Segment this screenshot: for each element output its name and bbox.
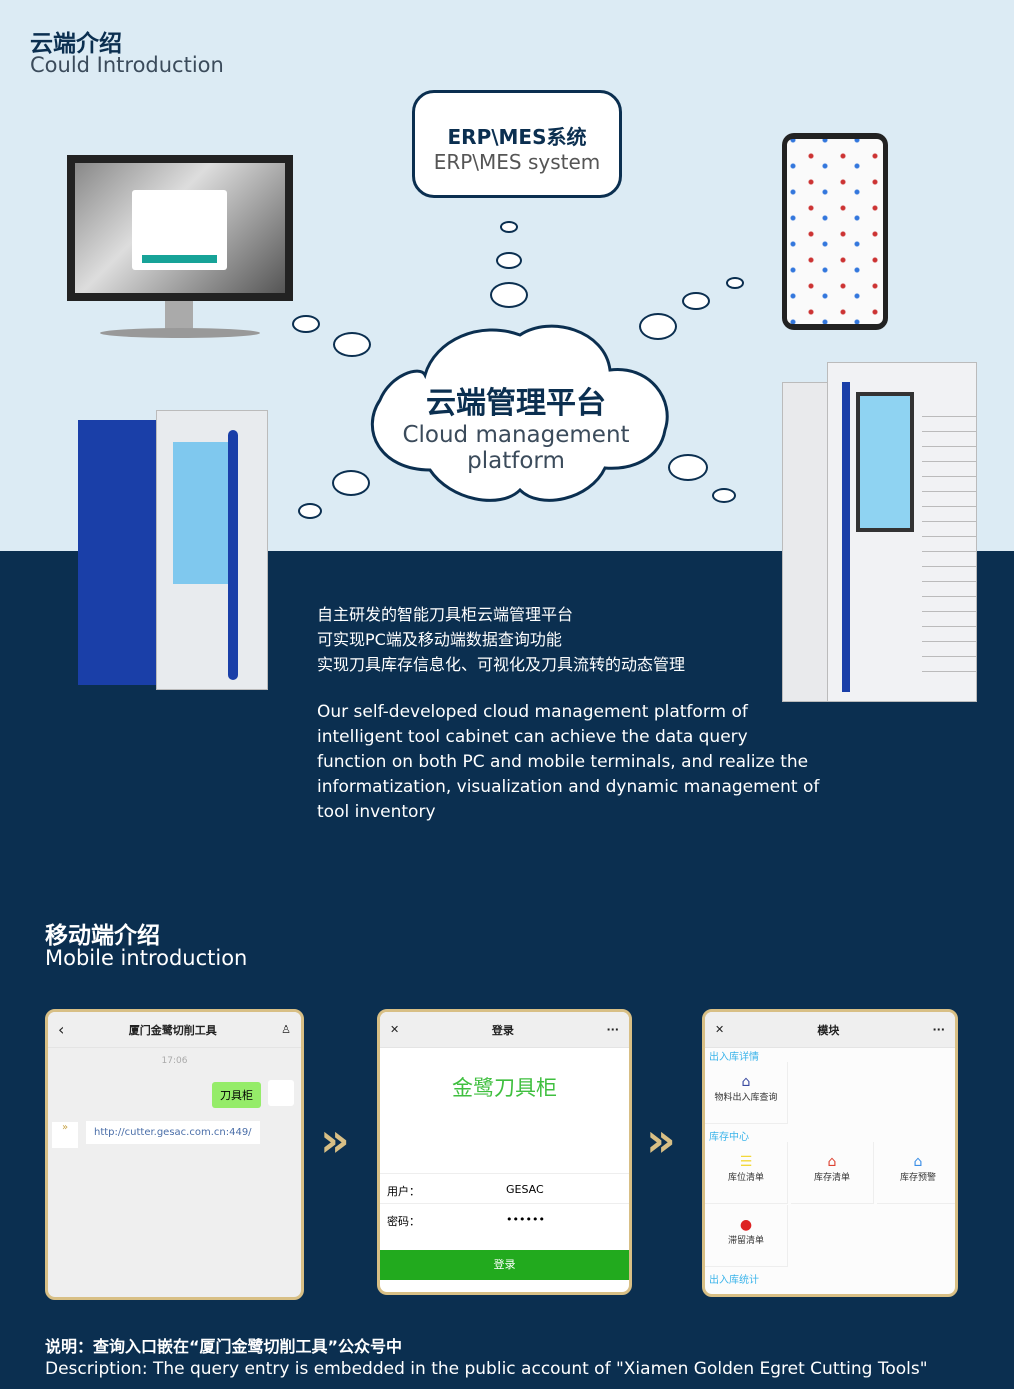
thought-bubble: [639, 313, 677, 340]
description-en-line: Our self-developed cloud management plat…: [317, 702, 748, 722]
thought-bubble: [490, 282, 528, 308]
thought-bubble: [496, 252, 522, 269]
module-label: 库位清单: [727, 1173, 764, 1183]
cloud-intro-title: 云端介绍: [30, 31, 122, 57]
section-label: 出入库统计: [709, 1275, 759, 1286]
thought-bubble: [712, 488, 736, 503]
erp-title-en: ERP\MES system: [433, 150, 601, 174]
chat-link[interactable]: http://cutter.gesac.com.cn:449/: [86, 1121, 260, 1144]
description-en-line: informatization, visualization and dynam…: [317, 777, 820, 797]
module-label: 物料出入库查询: [714, 1093, 778, 1103]
username-field[interactable]: 用户： GESAC: [380, 1173, 629, 1204]
mobile-intro-title: 移动端介绍: [45, 923, 160, 949]
cloud-title-en-1: Cloud management: [402, 422, 630, 448]
login-title: 登录: [491, 1023, 514, 1037]
close-icon[interactable]: ✕: [390, 1023, 400, 1036]
description-en-line: tool inventory: [317, 802, 436, 822]
module-label: 滞留清单: [727, 1236, 764, 1246]
module-label: 库存预警: [899, 1173, 936, 1183]
description-en-line: function on both PC and mobile terminals…: [317, 752, 809, 772]
thought-bubble: [292, 315, 320, 333]
description-cn: 自主研发的智能刀具柜云端管理平台 可实现PC端及移动端数据查询功能 实现刀具库存…: [317, 602, 685, 677]
note-en: Description: The query entry is embedded…: [45, 1359, 928, 1379]
tool-cabinet-right-image: [782, 362, 980, 717]
chevron-right-icon: »: [646, 1113, 675, 1167]
description-cn-line: 可实现PC端及移动端数据查询功能: [317, 630, 562, 649]
monitor-stand: [165, 301, 193, 331]
module-retention-list[interactable]: ● 滞留清单: [705, 1205, 788, 1267]
login-button[interactable]: 登录: [380, 1250, 629, 1280]
module-label: 库存清单: [813, 1173, 850, 1183]
more-icon[interactable]: ···: [932, 1023, 945, 1036]
chat-time: 17:06: [161, 1056, 188, 1066]
note-cn: 说明：查询入口嵌在“厦门金鹭切削工具”公众号中: [45, 1337, 403, 1356]
cloud-intro-subtitle: Could Introduction: [30, 53, 224, 77]
section-label: 出入库详情: [709, 1052, 759, 1063]
cloud-shape: [370, 324, 669, 502]
tool-cabinet-left-image: [78, 410, 270, 700]
chevron-right-icon: »: [320, 1113, 349, 1167]
login-header: ✕ 登录 ···: [380, 1012, 629, 1048]
monitor-base: [100, 328, 260, 338]
cloud-title-cn: 云端管理平台: [426, 386, 606, 421]
phone-modules-screen: ✕ 模块 ··· 出入库详情 ⌂ 物料出入库查询 库存中心 ☰ 库位清单 ⌂ 库存清单…: [702, 1009, 958, 1297]
chat-title: 厦门金鹭切削工具: [128, 1023, 217, 1037]
mobile-intro-subtitle: Mobile introduction: [45, 946, 248, 970]
phone-chat-screen: ‹ 厦门金鹭切削工具 ♙ 17:06 刀具柜 » http://cutter.g…: [45, 1009, 304, 1300]
pc-monitor-image: [67, 155, 293, 301]
back-icon[interactable]: ‹: [58, 1020, 65, 1039]
erp-mes-box: ERP\MES系统 ERP\MES system: [412, 90, 622, 198]
thought-bubble: [726, 277, 744, 289]
thought-bubble: [332, 470, 370, 496]
password-label: 密码：: [387, 1215, 420, 1228]
mobile-phone-image: [782, 133, 888, 330]
description-cn-line: 自主研发的智能刀具柜云端管理平台: [317, 605, 574, 624]
chat-header: ‹ 厦门金鹭切削工具 ♙: [48, 1012, 301, 1048]
description-en: Our self-developed cloud management plat…: [317, 700, 819, 825]
section-label: 库存中心: [709, 1132, 749, 1143]
modules-title: 模块: [817, 1023, 840, 1037]
username-value: GESAC: [506, 1183, 544, 1196]
warehouse-icon: ⌂: [741, 1074, 751, 1090]
description-en-line: intelligent tool cabinet can achieve the…: [317, 727, 748, 747]
module-location-list[interactable]: ☰ 库位清单: [705, 1142, 788, 1204]
more-icon[interactable]: ···: [606, 1023, 619, 1036]
thought-bubble: [500, 221, 518, 233]
user-avatar: [268, 1080, 294, 1106]
thought-bubble: [668, 454, 708, 481]
thought-bubble: [333, 332, 371, 357]
gesac-logo-avatar: »: [52, 1122, 78, 1148]
erp-title-cn: ERP\MES系统: [447, 125, 587, 149]
close-icon[interactable]: ✕: [715, 1023, 725, 1036]
chat-message: 刀具柜: [212, 1082, 261, 1108]
ladder-icon: ☰: [739, 1154, 753, 1170]
brand-title: 金鹭刀具柜: [452, 1076, 557, 1100]
module-inventory-list[interactable]: ⌂ 库存清单: [791, 1142, 874, 1204]
house-icon: ⌂: [827, 1154, 837, 1170]
cloud-text: 云端管理平台 Cloud management platform: [380, 378, 652, 474]
phone-login-screen: ✕ 登录 ··· 金鹭刀具柜 用户： GESAC 密码： •••••• 登录: [377, 1009, 632, 1295]
thought-bubble: [682, 292, 710, 310]
password-field[interactable]: 密码： ••••••: [380, 1205, 629, 1236]
thought-bubble: [298, 503, 322, 519]
modules-header: ✕ 模块 ···: [705, 1012, 955, 1048]
clock-pin-icon: ●: [739, 1217, 753, 1233]
cloud-title-en-2: platform: [467, 448, 565, 474]
alert-house-icon: ⌂: [913, 1154, 923, 1170]
password-value: ••••••: [506, 1213, 545, 1226]
module-material-query[interactable]: ⌂ 物料出入库查询: [705, 1062, 788, 1124]
module-inventory-alert[interactable]: ⌂ 库存预警: [877, 1142, 955, 1204]
description-cn-line: 实现刀具库存信息化、可视化及刀具流转的动态管理: [317, 655, 686, 674]
profile-icon[interactable]: ♙: [281, 1023, 291, 1036]
username-label: 用户：: [387, 1185, 420, 1198]
